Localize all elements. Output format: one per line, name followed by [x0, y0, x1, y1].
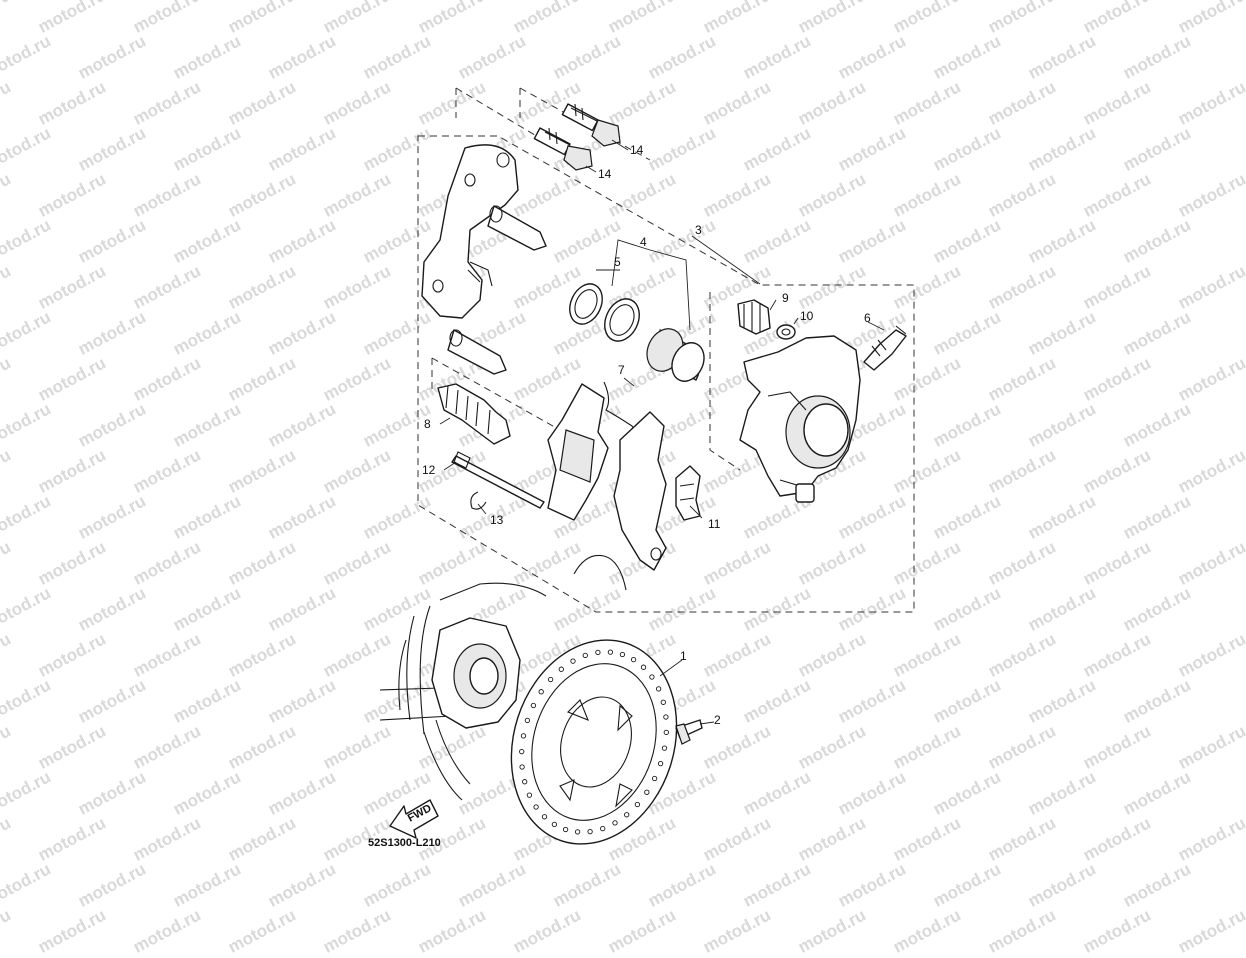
disc-hole	[558, 666, 564, 672]
callout-10: 10	[800, 309, 814, 323]
seal-5-inner	[604, 298, 640, 342]
disc-hole	[624, 812, 630, 818]
disc-hole	[533, 804, 539, 810]
disc-hole	[640, 664, 647, 670]
callout-1: 1	[680, 649, 687, 663]
disc-hole	[663, 729, 669, 736]
caliper-bracket	[421, 144, 519, 319]
callout-7: 7	[618, 363, 625, 377]
disc-hole	[663, 714, 669, 720]
disc-hole	[519, 764, 525, 770]
wheel-hub	[379, 582, 547, 801]
seal-5-outer	[569, 283, 603, 325]
disc-hole	[600, 825, 606, 832]
callout-2: 2	[714, 713, 721, 727]
disc-hole	[526, 792, 533, 798]
disc-hole	[660, 699, 666, 705]
disc-hole	[562, 826, 569, 833]
disc-hole	[522, 779, 528, 785]
disc-hole	[541, 814, 548, 820]
disc-hole	[661, 745, 668, 751]
bleed-screw-6	[863, 325, 907, 371]
assembly-boundary	[417, 135, 915, 613]
disc-hole	[582, 652, 588, 659]
boot-9	[737, 299, 771, 335]
disc-hole	[595, 649, 601, 656]
disc-hole	[538, 689, 544, 695]
disc-hole	[644, 789, 650, 795]
disc-hole	[634, 801, 641, 808]
pad-pin-12	[451, 451, 545, 509]
pin-group-boundary	[455, 87, 651, 161]
callout-5: 5	[614, 255, 621, 269]
disc-hole	[570, 658, 576, 664]
diagram-code: 52S1300-L210	[368, 837, 441, 849]
callout-3: 3	[695, 223, 702, 237]
brake-pad-inner	[547, 383, 609, 521]
callout-14-upper: 14	[630, 143, 644, 157]
fwd-arrow: FWD	[389, 799, 439, 839]
guide-pin-lower	[447, 329, 507, 375]
washer-10	[776, 324, 796, 340]
disc-hole	[657, 760, 664, 767]
disc-hole	[587, 828, 593, 835]
callout-6: 6	[864, 311, 871, 325]
disc-hole	[574, 829, 581, 835]
disc-bolt-2	[675, 719, 703, 745]
disc-hole	[607, 649, 614, 655]
disc-hole	[612, 820, 618, 826]
piston-4	[646, 328, 705, 382]
callout-9: 9	[782, 291, 789, 305]
disc-hole	[651, 775, 658, 782]
disc-hole	[520, 733, 527, 739]
pad-group-boundary	[431, 292, 741, 471]
brake-disc-1	[510, 639, 678, 845]
callout-8: 8	[424, 417, 431, 431]
disc-hole	[655, 686, 662, 692]
pin-boot-8	[437, 383, 511, 445]
guide-pin-upper	[487, 205, 547, 251]
leader-lines	[439, 235, 885, 725]
brake-pad-outer	[613, 411, 667, 571]
disc-hole	[530, 702, 537, 709]
disc-holes	[519, 649, 669, 835]
r-clip-13	[470, 491, 487, 510]
disc-hole	[551, 821, 558, 828]
disc-hole	[519, 748, 525, 755]
callout-14-lower: 14	[598, 167, 612, 181]
callout-11: 11	[708, 517, 721, 531]
disc-hole	[524, 717, 531, 724]
callout-12: 12	[422, 463, 436, 477]
exploded-parts-diagram: FWD 1 2 3 4 5 6 7 8 9 10 11 12 13 14 14 …	[368, 87, 915, 849]
disc-hole	[630, 656, 637, 663]
disc-hole	[619, 651, 626, 658]
callout-4: 4	[640, 235, 647, 249]
bolt-14-upper	[561, 103, 621, 147]
pad-shim-11	[675, 465, 701, 521]
caliper-body	[739, 335, 861, 503]
bolt-14-lower	[533, 127, 593, 171]
disc-hole	[649, 674, 655, 680]
disc-hole	[547, 676, 554, 683]
callout-13: 13	[490, 513, 504, 527]
